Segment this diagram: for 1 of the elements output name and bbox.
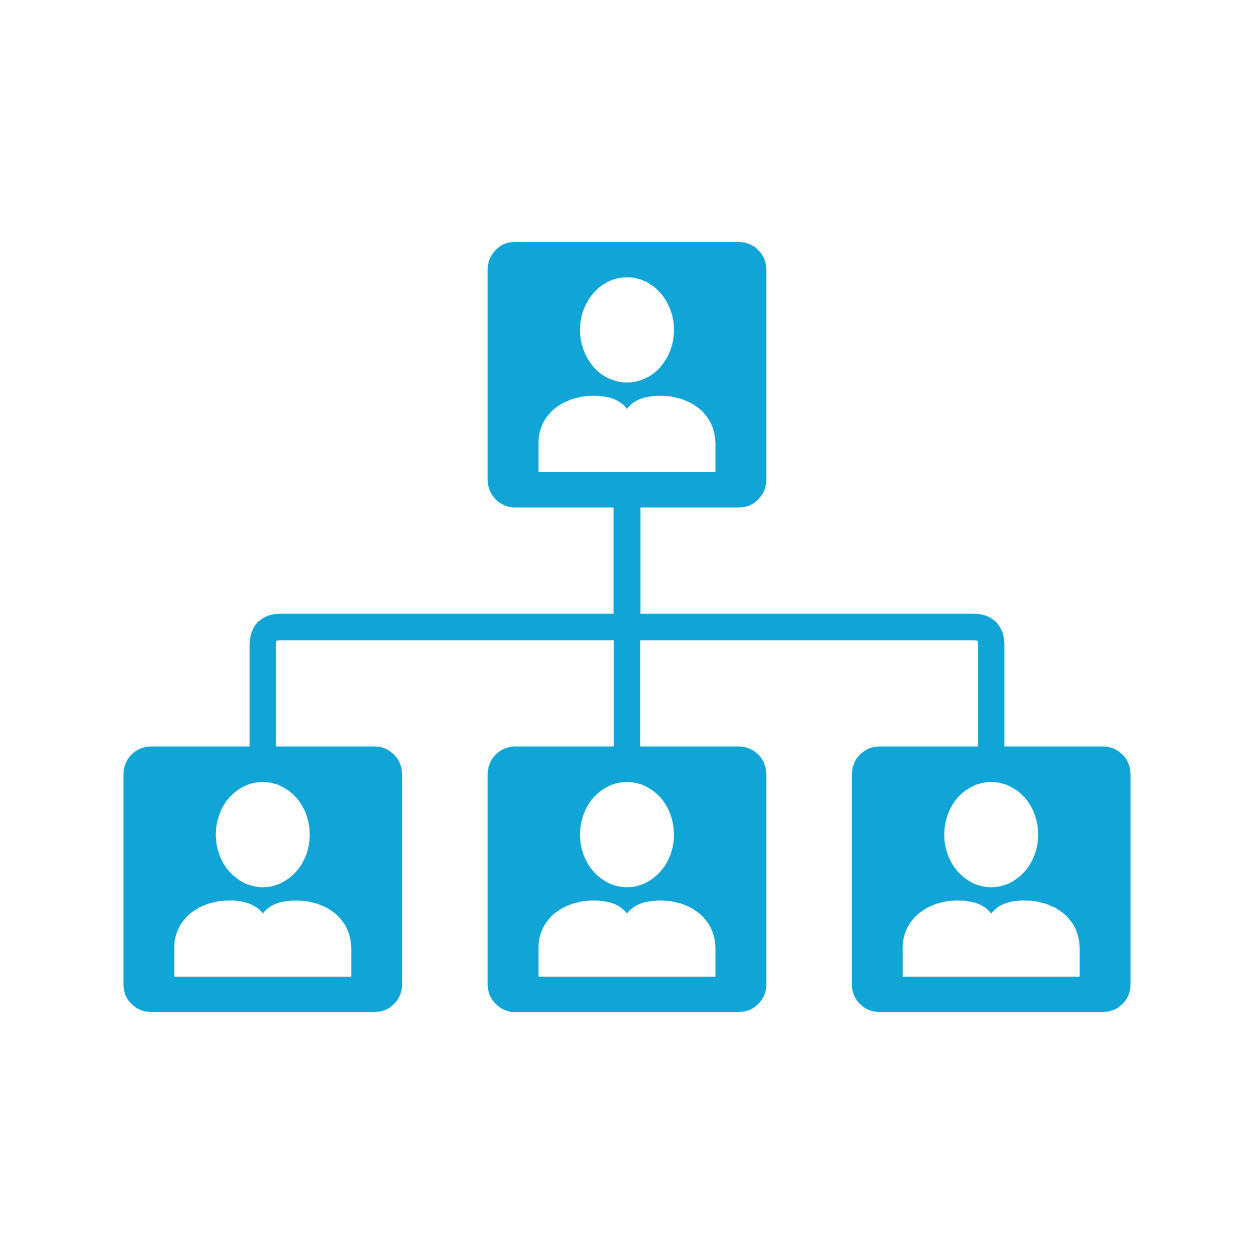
connector-line [613,506,1005,748]
